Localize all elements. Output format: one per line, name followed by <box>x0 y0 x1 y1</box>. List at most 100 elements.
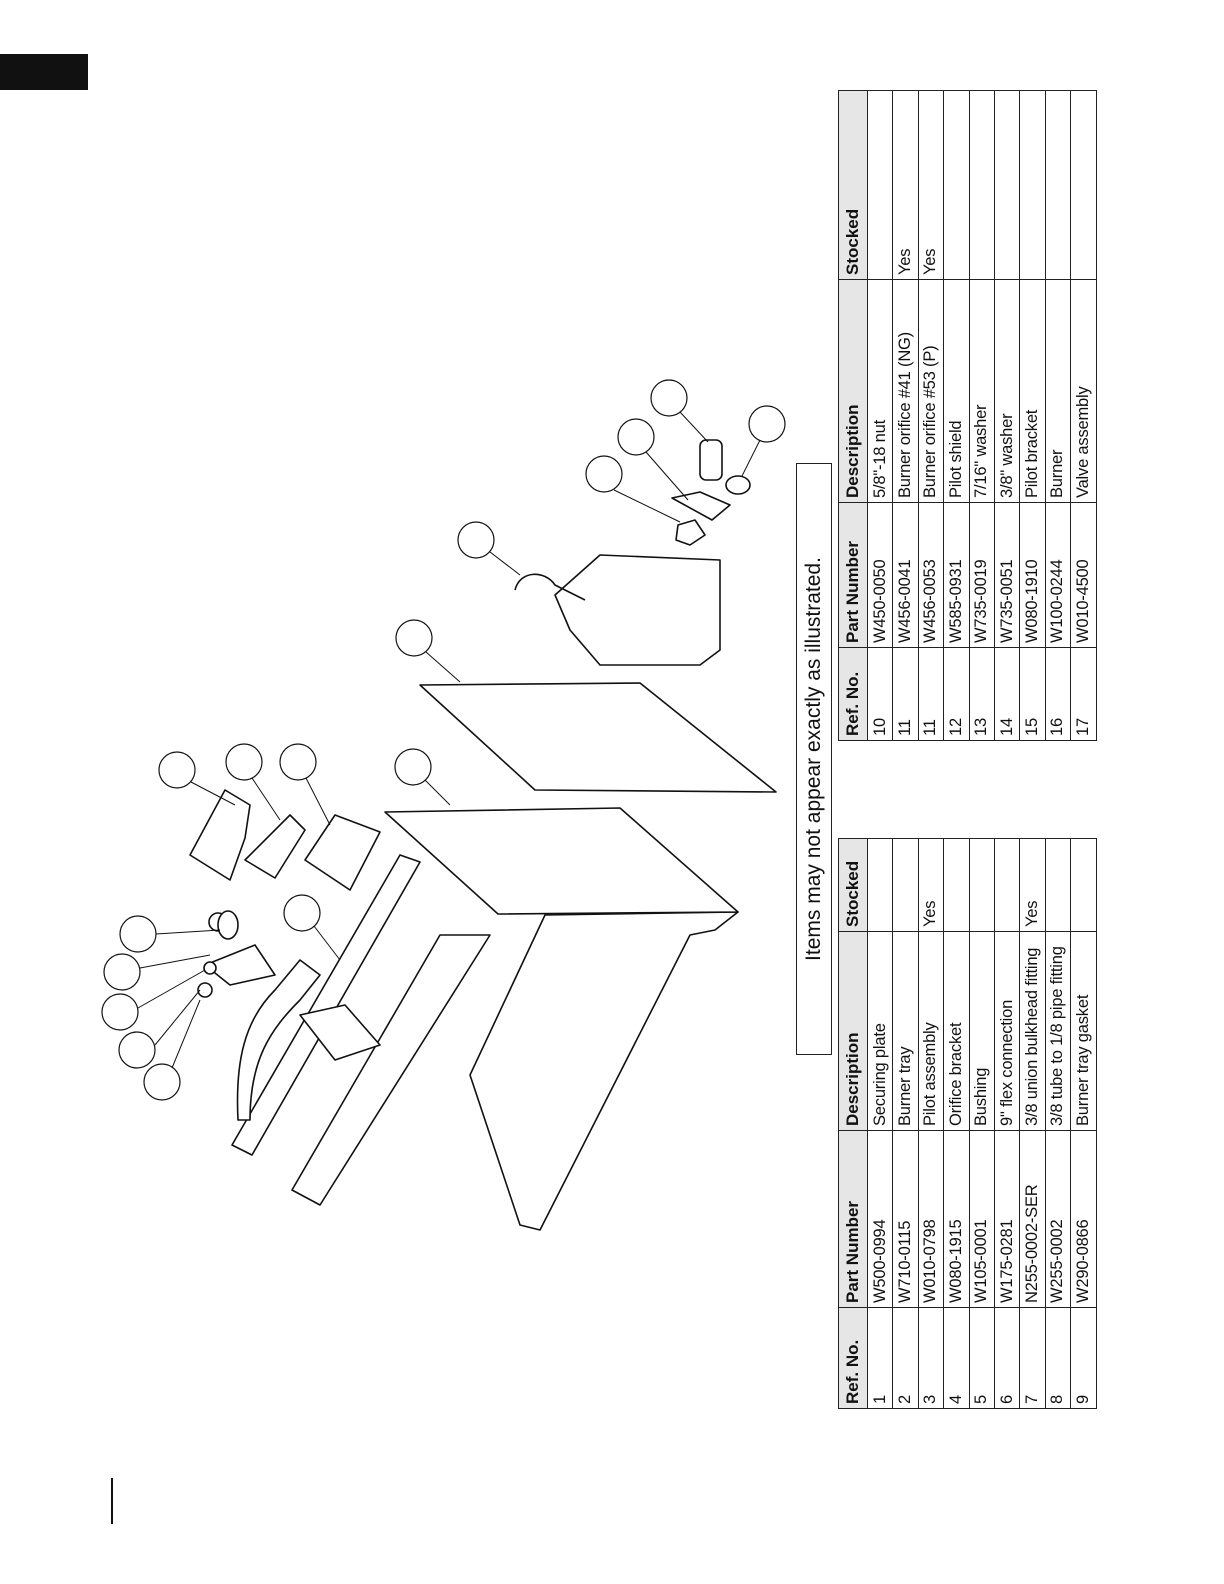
pilot-assembly <box>244 814 306 879</box>
callout-circle <box>225 743 263 781</box>
callout-circle <box>118 1031 156 1069</box>
cell-ref: 1 <box>867 1307 893 1409</box>
cell-stocked <box>892 838 919 932</box>
cell-ref: 17 <box>1070 647 1097 741</box>
cell-part-number: W500-0994 <box>867 1130 893 1308</box>
cell-stocked <box>867 838 893 932</box>
cell-description: 7/16" washer <box>969 279 995 503</box>
page-margin-line <box>111 1478 113 1524</box>
callout-circle <box>103 953 141 991</box>
cell-ref: 9 <box>1070 1307 1097 1409</box>
cell-part-number: W735-0019 <box>969 502 995 648</box>
cell-stocked <box>1019 90 1046 280</box>
callout-circle <box>394 748 432 786</box>
cell-ref: 14 <box>994 647 1020 741</box>
cell-ref: 12 <box>943 647 970 741</box>
cell-stocked <box>969 90 995 280</box>
cell-part-number: N255-0002-SER <box>1019 1130 1046 1308</box>
cell-description: 3/8" washer <box>994 279 1020 503</box>
cell-part-number: W105-0001 <box>969 1130 995 1308</box>
pilot-bracket <box>304 814 381 891</box>
burner-orifice-part <box>699 439 723 481</box>
callout-circle <box>585 455 623 493</box>
callout-circle <box>158 751 196 789</box>
cell-ref: 15 <box>1019 647 1046 741</box>
cell-part-number: W456-0053 <box>918 502 944 648</box>
cell-stocked <box>994 838 1020 932</box>
valve-assembly <box>554 554 721 666</box>
orifice-bracket <box>204 944 276 986</box>
cell-description: Valve assembly <box>1070 279 1097 503</box>
pilot-shield <box>189 789 251 881</box>
callout-circle <box>143 1063 181 1101</box>
cell-part-number: W010-4500 <box>1070 502 1097 648</box>
cell-stocked <box>943 838 970 932</box>
page-tab-marker <box>0 54 88 90</box>
cell-description: 3/8 tube to 1/8 pipe fitting <box>1045 931 1071 1131</box>
callout-circle <box>617 418 655 456</box>
burner-tube-upper <box>231 854 421 1156</box>
header-description: Description <box>838 931 868 1131</box>
cell-stocked <box>1070 838 1097 932</box>
burner-tray-gasket <box>384 807 739 915</box>
cell-description: 5/8"-18 nut <box>867 279 893 503</box>
callout-circle <box>283 894 321 932</box>
cell-part-number: W080-1910 <box>1019 502 1046 648</box>
cell-description: Burner orifice #41 (NG) <box>892 279 919 503</box>
cell-description: Burner tray gasket <box>1070 931 1097 1131</box>
cell-ref: 11 <box>918 647 944 741</box>
callout-circle <box>748 405 786 443</box>
cell-stocked <box>943 90 970 280</box>
cell-description: Orifice bracket <box>943 931 970 1131</box>
burner-tray-plate <box>469 911 739 1231</box>
illustration-note: Items may not appear exactly as illustra… <box>796 463 832 1055</box>
cell-description: Burner <box>1045 279 1071 503</box>
header-part-number: Part Number <box>838 502 868 648</box>
flex-connection <box>236 959 321 1121</box>
cell-stocked: Yes <box>1019 838 1046 932</box>
callout-circle <box>650 379 688 417</box>
header-ref: Ref. No. <box>838 1307 868 1409</box>
callout-circle <box>279 743 317 781</box>
header-description: Description <box>838 279 868 503</box>
parts-table-right: Ref. No. Part Number Description Stocked… <box>838 90 1097 741</box>
cell-stocked: Yes <box>892 90 919 280</box>
callout-circle <box>395 619 433 657</box>
cell-part-number: W735-0051 <box>994 502 1020 648</box>
cell-description: Pilot bracket <box>1019 279 1046 503</box>
header-stocked: Stocked <box>838 90 868 280</box>
securing-plate <box>419 682 777 793</box>
cell-ref: 10 <box>867 647 893 741</box>
cell-stocked <box>994 90 1020 280</box>
cell-part-number: W585-0931 <box>943 502 970 648</box>
cell-part-number: W255-0002 <box>1045 1130 1071 1308</box>
cell-ref: 6 <box>994 1307 1020 1409</box>
burner-crossbar <box>299 1004 381 1061</box>
cell-stocked <box>867 90 893 280</box>
cell-stocked <box>1045 90 1071 280</box>
callout-circle <box>101 993 139 1031</box>
cell-description: Pilot shield <box>943 279 970 503</box>
table-header-row: Ref. No. Part Number Description Stocked <box>838 838 868 1409</box>
cell-ref: 4 <box>943 1307 970 1409</box>
cell-ref: 11 <box>892 647 919 741</box>
burner-tube-lower <box>291 934 491 1206</box>
header-ref: Ref. No. <box>838 647 868 741</box>
cell-part-number: W010-0798 <box>918 1130 944 1308</box>
cell-description: Bushing <box>969 931 995 1131</box>
